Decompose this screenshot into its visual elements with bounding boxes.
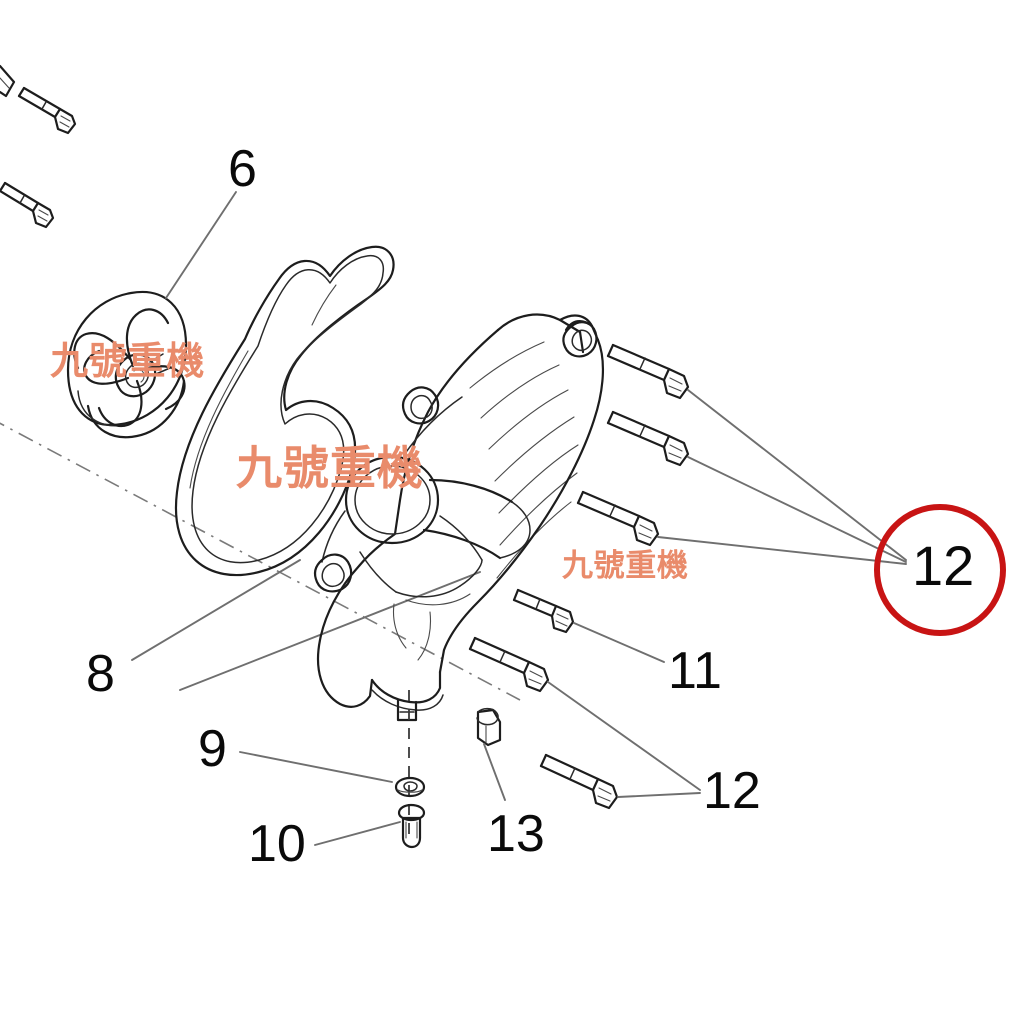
part-dowel-pin xyxy=(476,707,502,747)
leader-11 xyxy=(573,622,665,663)
callout-12-highlighted: 12 xyxy=(912,534,975,597)
callout-6: 6 xyxy=(228,140,257,198)
leader-10 xyxy=(314,821,401,846)
watermark-2: 九號重機 xyxy=(236,441,424,495)
leader-13 xyxy=(483,743,506,801)
leader-9 xyxy=(239,751,393,783)
part-impeller xyxy=(66,290,188,439)
edge-fragment xyxy=(0,64,16,98)
watermark-3: 九號重機 xyxy=(562,548,689,584)
part-bolt-12e xyxy=(539,753,619,810)
callout-8: 8 xyxy=(86,645,115,703)
leaders-to-lower-12 xyxy=(547,681,701,798)
callout-11: 11 xyxy=(668,642,722,700)
callout-9: 9 xyxy=(198,720,227,778)
bolt-topleft-2 xyxy=(0,181,55,229)
leader-6 xyxy=(165,191,237,299)
leaders-to-highlighted-12 xyxy=(657,389,907,565)
part-bolt-12d xyxy=(468,636,550,693)
highlight-circle-12 xyxy=(874,504,1006,636)
part-pump-housing xyxy=(313,313,605,722)
part-bolt-12a xyxy=(606,343,690,400)
leader-8 xyxy=(131,559,481,691)
part-gasket xyxy=(174,245,395,577)
part-bolt-12b xyxy=(606,410,690,467)
callout-12-lower: 12 xyxy=(703,762,761,820)
bolt-topleft-1 xyxy=(17,86,77,135)
callout-10: 10 xyxy=(248,815,306,873)
watermark-1: 九號重機 xyxy=(50,339,206,383)
part-bolt-12c xyxy=(576,490,660,547)
part-washer xyxy=(394,776,426,798)
callout-13: 13 xyxy=(487,805,545,863)
part-bolt-11 xyxy=(512,588,575,634)
centerline-diagonal xyxy=(0,422,521,701)
part-bolt-10 xyxy=(397,803,426,849)
